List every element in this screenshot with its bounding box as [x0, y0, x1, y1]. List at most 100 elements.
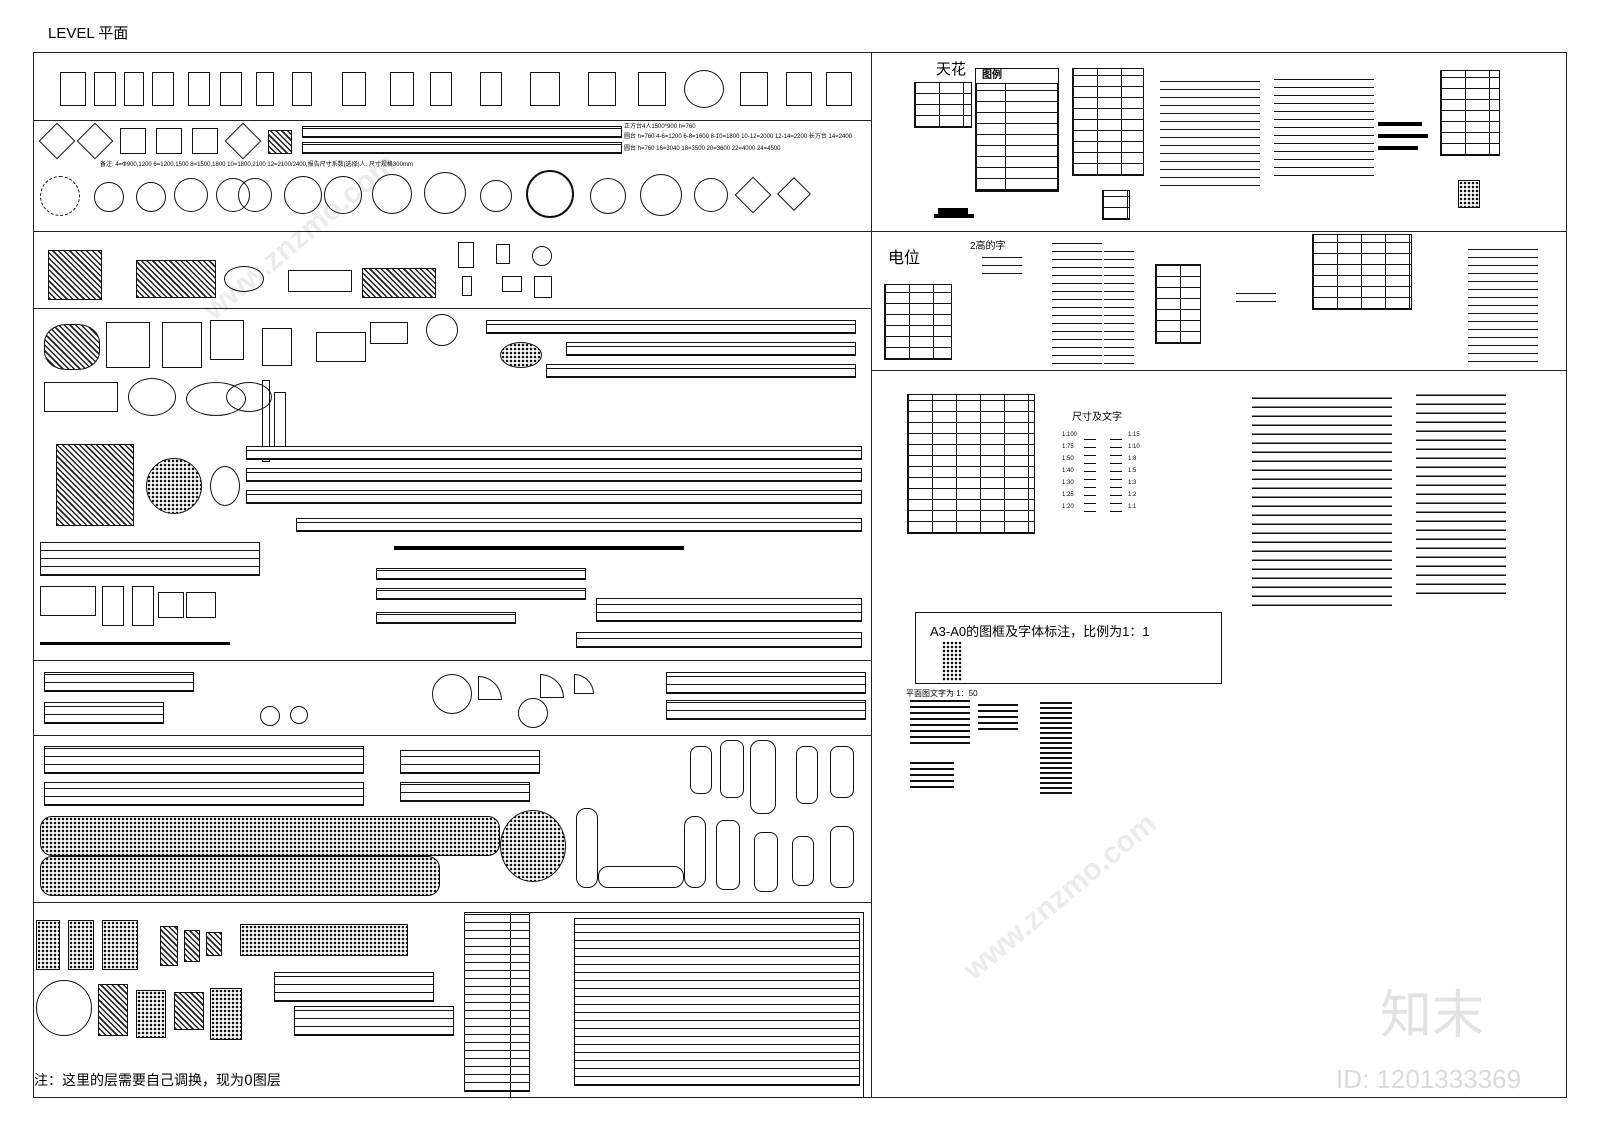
chair-icon: [502, 276, 522, 292]
toilet-row-icon: [376, 588, 586, 600]
lamp-row-icon: [400, 750, 540, 774]
curved-sofa-icon: [226, 382, 272, 412]
car-icon: [750, 740, 776, 814]
plan-text-block: [1040, 700, 1072, 794]
round-table-icon: [324, 176, 362, 214]
paving-pattern-icon: [102, 920, 138, 970]
cross-circle-icon: [518, 698, 548, 728]
ceiling-small-table: [914, 82, 972, 128]
bed-icon: [342, 72, 366, 106]
plan-text-block: [910, 700, 970, 744]
symbol-row-icon: [44, 702, 164, 724]
bed-icon: [390, 72, 414, 106]
bed-icon: [638, 72, 666, 106]
bed-icon: [530, 72, 560, 106]
round-table-icon: [136, 182, 166, 212]
armchair-row-icon: [486, 320, 856, 334]
cross-circle-icon: [432, 674, 472, 714]
bath-icon: [158, 592, 184, 618]
sofa-set-icon: [162, 322, 202, 368]
chair-icon: [462, 276, 472, 296]
ceiling-small-table: [1102, 190, 1130, 220]
round-sofa-icon: [426, 314, 458, 346]
scale-label: 1:50: [1062, 456, 1074, 462]
room-label-block: [1252, 394, 1392, 606]
car-icon: [830, 826, 854, 888]
stepping-stone-row-icon: [274, 972, 434, 1002]
bed-icon: [292, 72, 312, 106]
sofa-set-icon: [316, 332, 366, 362]
pool-outline-icon: [510, 912, 864, 1098]
panel-divider-vertical: [871, 52, 872, 1098]
ceiling-legend-table: 图例: [975, 68, 1059, 192]
fixtures-section: [40, 664, 866, 732]
scale-marks: [1110, 432, 1122, 512]
round-sofa-icon: [146, 458, 202, 514]
bathtub-row-icon: [576, 632, 862, 648]
scale-label: 1:100: [1062, 432, 1078, 438]
desk-icon: [458, 242, 474, 268]
paving-pattern-icon: [68, 920, 94, 970]
scale-label: 1:25: [1062, 492, 1074, 498]
divider-doors: [33, 735, 871, 736]
scale-label: 1:2: [1128, 492, 1137, 498]
dining-set-icon: [224, 266, 264, 292]
car-icon: [792, 836, 814, 886]
scale-label: 1:75: [1062, 444, 1074, 450]
frame-note-box: A3-A0的图框及字体标注，比例为1：1: [915, 612, 1222, 684]
car-icon: [796, 746, 818, 804]
stone-wall-icon: [240, 924, 408, 956]
bath-icon: [186, 592, 216, 618]
frame-thumbnail: [942, 641, 962, 681]
square-table-icon: [224, 122, 262, 160]
bed-icon: [220, 72, 242, 106]
divider-dining: [33, 231, 1567, 232]
footer-note: 注：这里的层需要自己调换，现为0图层: [34, 1073, 281, 1089]
bath-icon: [102, 586, 124, 626]
sofa-icon: [44, 382, 118, 412]
page-title: LEVEL 平面: [48, 25, 129, 42]
plan-text-block: [978, 700, 1018, 730]
ceiling-bar: [1378, 146, 1418, 150]
table-set-icon: [777, 177, 811, 211]
bed-icon: [480, 72, 502, 106]
square-table-icon: [120, 128, 146, 154]
scale-label: 1:40: [1062, 468, 1074, 474]
electrical-table: [1155, 264, 1201, 344]
frame-note-text: A3-A0的图框及字体标注，比例为1：1: [930, 624, 1150, 639]
target-icon: [260, 706, 280, 726]
ceiling-title-bar: [938, 208, 968, 214]
square-table-icon: [76, 122, 114, 160]
ceiling-notes-block: [1274, 76, 1374, 176]
toilet-row-icon: [376, 568, 586, 580]
plan-text-block: [910, 758, 954, 788]
bed-icon: [94, 72, 116, 106]
round-table-icon: [480, 180, 512, 212]
electrical-note: 2高的字: [970, 241, 1006, 252]
ceiling-legend-title: 图例: [982, 70, 1002, 81]
scale-label: 1:15: [1128, 432, 1140, 438]
door-swing-icon: [478, 676, 502, 700]
ceiling-notes-block: [1160, 76, 1260, 186]
paving-pattern-icon: [36, 920, 60, 970]
electrical-title: 电位: [888, 248, 921, 267]
square-table-icon: [192, 128, 218, 154]
scale-label: 1:3: [1128, 480, 1137, 486]
divider-tables: [33, 308, 871, 309]
paving-pattern-icon: [210, 988, 242, 1040]
bed-icon: [740, 72, 768, 106]
desk-icon: [532, 246, 552, 266]
door-swing-icon: [540, 674, 564, 698]
car-icon: [720, 740, 744, 798]
chair-row-icon: [302, 126, 622, 138]
paving-pattern-icon: [160, 926, 178, 966]
round-table-icon: [590, 178, 626, 214]
dimension-title: 尺寸及文字: [1072, 412, 1122, 423]
text-style-table: [907, 394, 1035, 534]
dining-spec-line-2: 圆台 h=760 4-6=1200 6-8=1600 8-10=1800 10-…: [624, 134, 853, 140]
tatami-icon: [56, 444, 134, 526]
hedge-icon: [576, 808, 598, 888]
scale-label: 1:10: [1128, 444, 1140, 450]
scale-label: 1:20: [1062, 504, 1074, 510]
scale-label: 1:8: [1128, 456, 1137, 462]
